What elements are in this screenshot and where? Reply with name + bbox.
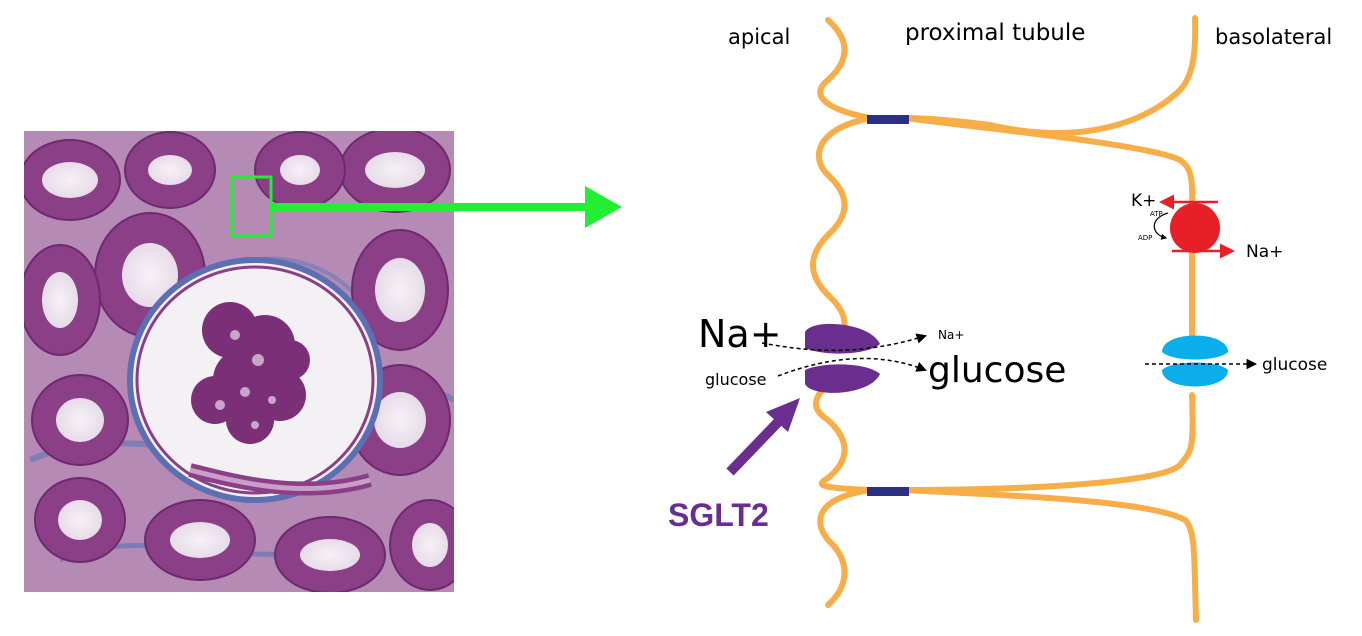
basolateral-label: basolateral — [1215, 25, 1332, 49]
atp-label: ATP — [1150, 210, 1163, 218]
adp-label: ADP — [1138, 234, 1152, 242]
pump-icon — [1170, 203, 1220, 253]
na-plus-small-label: Na+ — [938, 328, 964, 342]
atp-adp-arrow — [1153, 212, 1169, 240]
tight-junction-bottom — [867, 487, 909, 496]
zoom-arrowhead — [585, 186, 622, 228]
sglt2-top-icon — [805, 323, 880, 354]
k-plus-label: K+ — [1131, 191, 1156, 211]
sglt2-label: SGLT2 — [668, 497, 769, 533]
glucose-big-label: glucose — [928, 350, 1066, 391]
na-pump-label: Na+ — [1246, 242, 1283, 262]
k-plus-text: K+ — [1131, 191, 1156, 211]
tight-junction-top — [867, 115, 909, 124]
proximal-tubule-label: proximal tubule — [905, 20, 1085, 46]
sglt2-pointer-arrowhead — [766, 398, 800, 432]
glucose-basolateral-label: glucose — [1262, 355, 1327, 375]
apical-membrane — [810, 17, 871, 608]
glut-bottom-icon — [1162, 362, 1228, 387]
histology-image — [24, 131, 454, 592]
na-flow-arrow — [761, 333, 928, 352]
na-plus-big-label: Na+ — [698, 312, 782, 356]
glut-top-icon — [1162, 335, 1228, 360]
glucose-flow-arrow — [777, 357, 927, 377]
sglt2-pointer-arrow — [726, 414, 786, 476]
glucose-small-label: glucose — [705, 370, 767, 389]
apical-label: apical — [728, 25, 790, 49]
sglt2-bottom-icon — [805, 364, 880, 393]
basolateral-membrane — [904, 15, 1199, 623]
